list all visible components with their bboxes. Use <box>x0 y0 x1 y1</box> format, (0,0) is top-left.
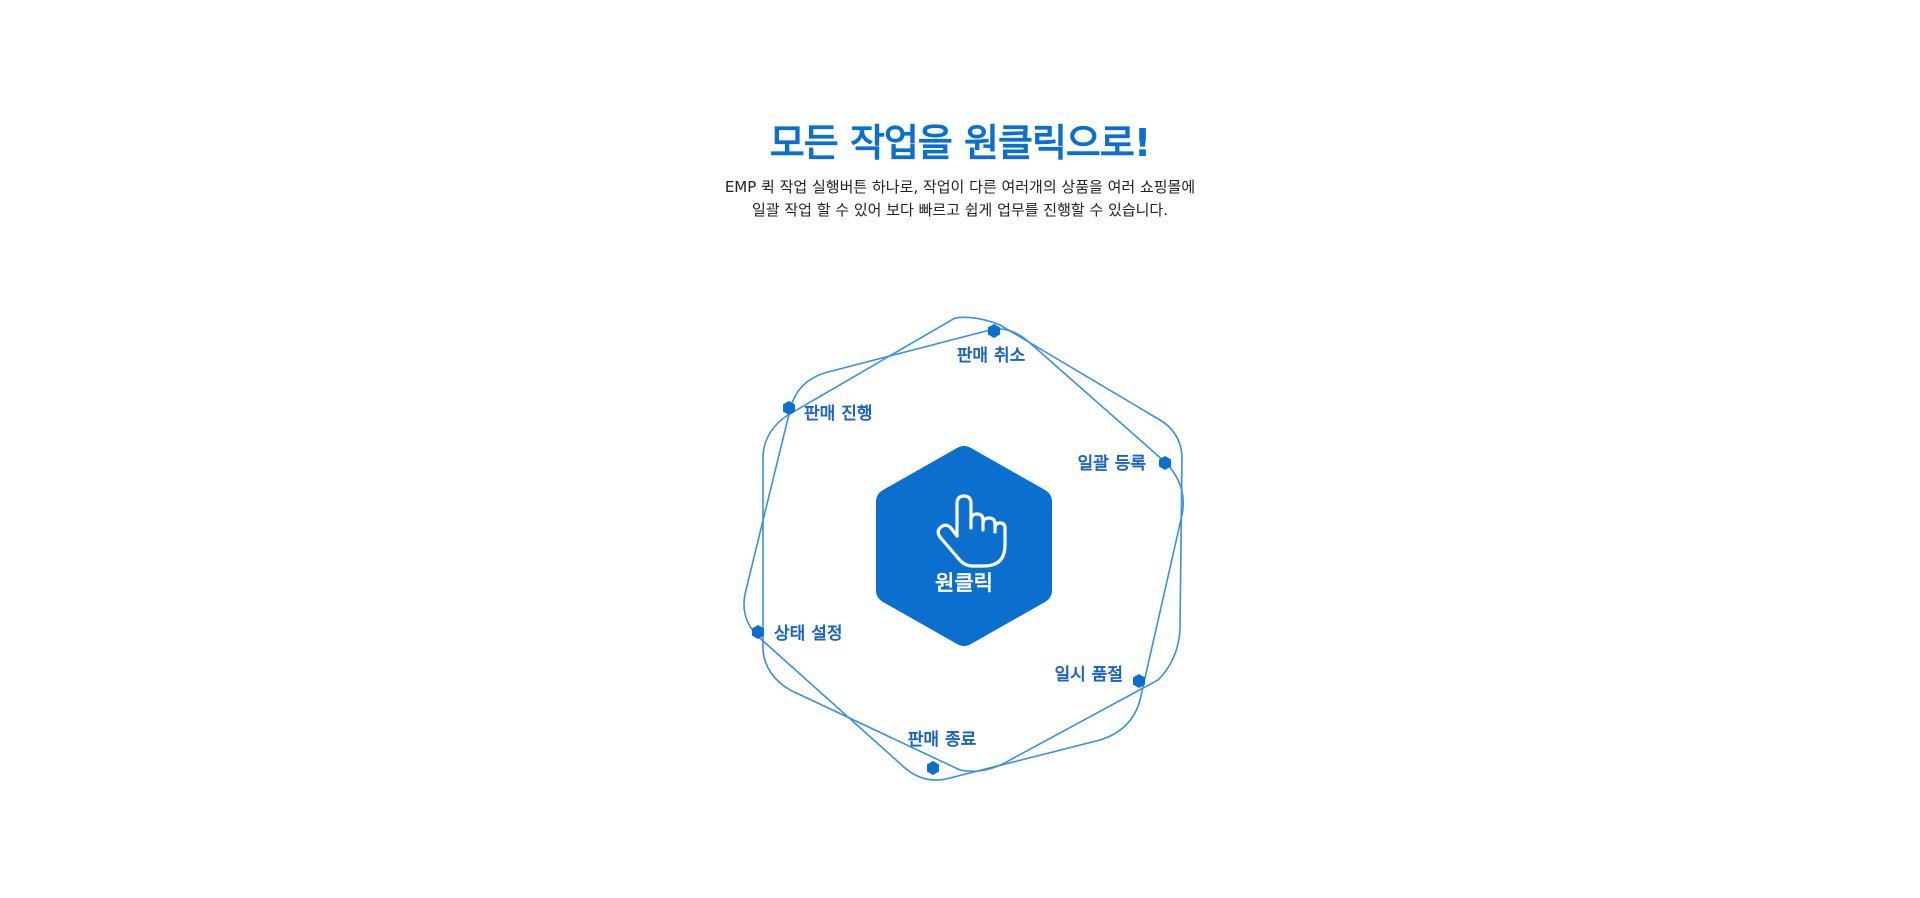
node-label-cancel-sale: 판매 취소 <box>957 345 1026 366</box>
node-status-setting[interactable]: 상태 설정 <box>752 624 842 644</box>
description: EMP 퀵 작업 실행버튼 하나로, 작업이 다른 여러개의 상품을 여러 쇼핑… <box>0 176 1920 222</box>
hub-label: 원클릭 <box>935 571 993 595</box>
node-end-sale[interactable]: 판매 종료 <box>908 730 977 775</box>
node-marker-cancel-sale <box>988 324 1000 338</box>
node-sale-progress[interactable]: 판매 진행 <box>783 401 872 424</box>
description-line-1: EMP 퀵 작업 실행버튼 하나로, 작업이 다른 여러개의 상품을 여러 쇼핑… <box>724 178 1196 196</box>
description-line-2: 일괄 작업 할 수 있어 보다 빠르고 쉽게 업무를 진행할 수 있습니다. <box>751 201 1169 219</box>
node-bulk-register[interactable]: 일괄 등록 <box>1078 453 1171 474</box>
node-label-sale-progress: 판매 진행 <box>804 404 872 424</box>
node-label-temp-soldout: 일시 품절 <box>1055 664 1123 685</box>
node-marker-status-setting <box>752 625 764 639</box>
hub-hexagon[interactable] <box>876 446 1052 646</box>
pointing-hand-icon <box>936 494 1007 568</box>
orbit-ring-a <box>762 316 1183 773</box>
node-label-bulk-register: 일괄 등록 <box>1078 453 1147 474</box>
node-marker-sale-progress <box>783 401 795 415</box>
node-marker-bulk-register <box>1159 456 1171 470</box>
node-marker-temp-soldout <box>1133 674 1145 688</box>
node-label-status-setting: 상태 설정 <box>774 624 842 644</box>
page-title: 모든 작업을 원클릭으로! <box>769 121 1151 165</box>
node-cancel-sale[interactable]: 판매 취소 <box>957 324 1026 366</box>
node-label-end-sale: 판매 종료 <box>908 730 977 750</box>
node-marker-end-sale <box>927 761 939 775</box>
node-temp-soldout[interactable]: 일시 품절 <box>1055 664 1145 688</box>
